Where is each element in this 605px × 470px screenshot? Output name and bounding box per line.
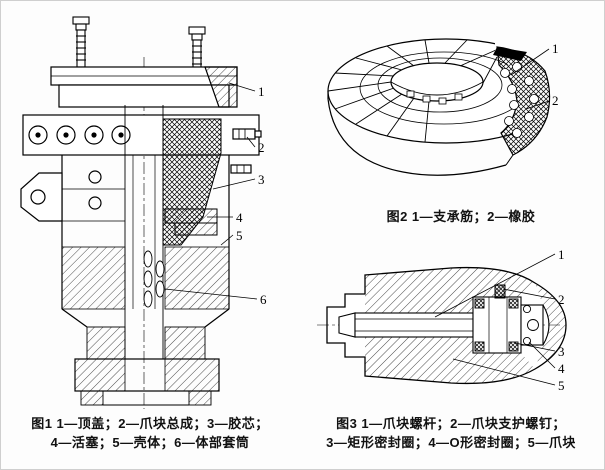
o-rings — [522, 304, 532, 346]
figure3-label-2: 2 — [558, 292, 565, 307]
figure3-label-4: 4 — [558, 361, 565, 376]
figure1-drawing: 1 2 3 4 5 — [20, 16, 267, 409]
figure1-callouts: 1 2 3 4 5 — [164, 82, 267, 307]
figure1-callout-2: 2 — [246, 136, 265, 155]
figure3: 1 2 3 4 5 — [303, 239, 598, 409]
figure3-callout-2: 2 — [502, 288, 565, 307]
figure1-callout-6: 6 — [164, 288, 267, 307]
figure1: 1 2 3 4 5 — [7, 7, 292, 412]
figure1-label-3: 3 — [258, 172, 265, 187]
support-screw — [494, 284, 506, 299]
figure3-caption-line2: 3—矩形密封圈；4—O形密封圈；5—爪块 — [326, 435, 576, 450]
figure1-label-6: 6 — [260, 292, 267, 307]
figure2-callouts: 1 2 — [510, 41, 559, 110]
figure2-callout-2: 2 — [525, 93, 559, 110]
figure2-label-2: 2 — [552, 93, 559, 108]
figure1-label-4: 4 — [236, 210, 243, 225]
figure2-drawing: 1 2 — [327, 37, 593, 176]
figure2: 1 2 — [301, 9, 596, 205]
figure2-label-1: 1 — [552, 41, 559, 56]
shadow-sliver — [493, 47, 527, 61]
figure1-label-2: 2 — [258, 140, 265, 155]
figure3-label-5: 5 — [558, 378, 565, 393]
top-cover — [50, 66, 238, 108]
rubber-section — [496, 46, 551, 156]
rib-sections — [500, 62, 539, 138]
figure3-caption: 图3 1—爪块螺杆；2—爪块支护螺钉； 3—矩形密封圈；4—O形密封圈；5—爪块 — [301, 414, 601, 452]
figure2-caption: 图2 1—支承筋；2—橡胶 — [331, 207, 591, 226]
shell-body — [61, 105, 230, 359]
figure1-callout-3: 3 — [212, 172, 265, 190]
figure1-callout-1: 1 — [228, 82, 265, 99]
figure3-callout-3: 3 — [514, 342, 565, 359]
figure1-callout-5: 5 — [220, 228, 243, 246]
figure1-callout-4: 4 — [207, 210, 243, 225]
figure3-callout-4: 4 — [528, 341, 565, 376]
figure2-caption-line1: 图2 1—支承筋；2—橡胶 — [386, 209, 536, 224]
figure3-callout-5: 5 — [452, 358, 565, 393]
lower-body — [61, 308, 230, 406]
figure3-caption-line1: 图3 1—爪块螺杆；2—爪块支护螺钉； — [336, 416, 566, 431]
figure1-caption-line1: 图1 1—顶盖；2—爪块总成；3—胶芯； — [31, 416, 269, 431]
side-lug — [20, 172, 63, 222]
figure3-callout-1: 1 — [434, 247, 565, 318]
stud-bolts — [72, 16, 206, 78]
body-sleeve — [143, 250, 165, 308]
figure2-callout-1: 1 — [510, 41, 559, 76]
block-hatching — [365, 267, 566, 384]
piston — [164, 208, 218, 236]
rect-seals — [474, 298, 519, 352]
figure1-caption-line2: 4—活塞；5—壳体；6—体部套筒 — [50, 435, 250, 450]
bolt-flange — [22, 114, 262, 174]
figure1-label-1: 1 — [258, 84, 265, 99]
figure3-label-1: 1 — [558, 247, 565, 262]
figure1-label-5: 5 — [236, 228, 243, 243]
figure3-callouts: 1 2 3 4 5 — [434, 247, 565, 393]
figure3-label-3: 3 — [558, 344, 565, 359]
section-face — [482, 46, 551, 166]
figure1-caption: 图1 1—顶盖；2—爪块总成；3—胶芯； 4—活塞；5—壳体；6—体部套筒 — [9, 414, 291, 452]
figure3-drawing: 1 2 3 4 5 — [317, 247, 567, 393]
